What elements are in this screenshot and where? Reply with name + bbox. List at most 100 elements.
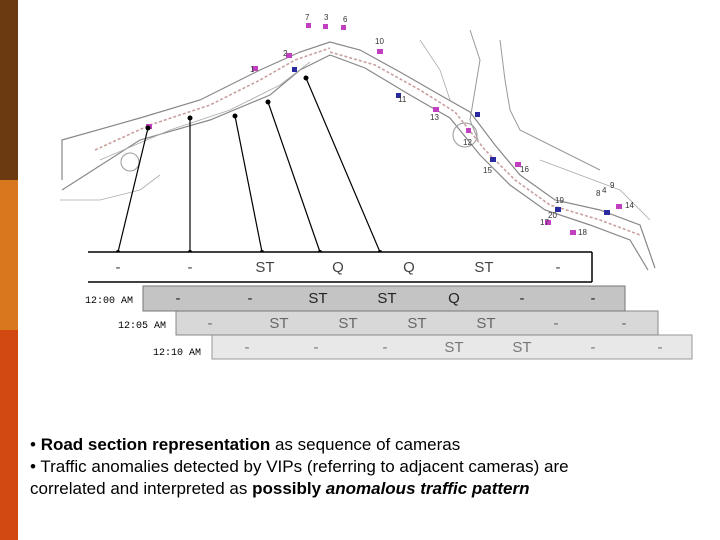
cell-value: ST	[444, 339, 463, 356]
camera-label: 11	[398, 95, 407, 104]
road-branch-3	[419, 39, 451, 101]
camera-label: 19	[555, 196, 564, 205]
cell-value: ST	[407, 315, 426, 332]
cell-value: ST	[308, 290, 327, 307]
camera-label: 12	[463, 138, 472, 147]
bullet-list: • Road section representation as sequenc…	[30, 434, 710, 500]
pointer-line	[305, 77, 381, 253]
cell-value: -	[208, 315, 213, 332]
camera-label: 3	[324, 13, 329, 22]
cell-value: -	[622, 315, 627, 332]
pointer-line	[234, 115, 263, 253]
pointer-dot	[187, 115, 193, 121]
bullet-3-strong: possibly	[252, 479, 326, 498]
cell-value: -	[116, 259, 121, 276]
camera-marker	[286, 53, 292, 58]
pointer-line	[117, 127, 149, 253]
cell-value: Q	[332, 259, 344, 276]
cell-value: ST	[476, 315, 495, 332]
camera-marker	[555, 207, 561, 212]
camera-label: 17	[540, 218, 549, 227]
timeline-row-4: - - - ST ST - -	[245, 339, 663, 356]
camera-marker	[545, 220, 551, 225]
timestamp-label: 12:10 AM	[153, 348, 201, 359]
cell-value: -	[314, 339, 319, 356]
accent-bar-bottom	[0, 330, 18, 540]
cell-value: Q	[403, 259, 415, 276]
camera-markers	[146, 23, 622, 235]
cell-value: -	[658, 339, 663, 356]
camera-label: 6	[343, 15, 348, 24]
accent-bar-middle	[0, 180, 18, 330]
cell-value: ST	[512, 339, 531, 356]
cell-value: ST	[377, 290, 396, 307]
camera-pointer-lines	[117, 77, 381, 253]
camera-label: 9	[610, 181, 615, 190]
camera-label: 16	[520, 165, 529, 174]
camera-marker	[341, 25, 346, 30]
timeline-row-2: - - ST ST Q - -	[176, 290, 596, 307]
camera-marker	[604, 210, 610, 215]
timeline-row-3: - ST ST ST ST - -	[208, 315, 627, 332]
cell-value: -	[520, 290, 525, 307]
camera-label: 18	[578, 228, 587, 237]
camera-marker	[377, 49, 383, 54]
cell-value: ST	[269, 315, 288, 332]
cell-value: ST	[255, 259, 274, 276]
bullet-2: • Traffic anomalies detected by VIPs (re…	[30, 456, 710, 478]
timestamp-labels: 12:00 AM 12:05 AM 12:10 AM	[85, 296, 201, 359]
camera-label: 8	[596, 189, 601, 198]
camera-marker	[515, 162, 521, 167]
road-branch	[469, 29, 481, 141]
pointer-dot	[232, 113, 238, 119]
road-lane-2	[99, 61, 311, 161]
bullet-1: • Road section representation as sequenc…	[30, 434, 710, 456]
bullet-1-strong: Road section representation	[40, 435, 271, 454]
bullet-mark: •	[30, 457, 36, 476]
camera-marker	[306, 23, 311, 28]
cell-value: -	[245, 339, 250, 356]
road-branch-2	[499, 39, 601, 171]
road-map	[60, 29, 656, 271]
camera-label: 20	[548, 211, 557, 220]
camera-marker	[490, 157, 496, 162]
camera-label: 15	[483, 166, 492, 175]
bullet-3-pre: correlated and interpreted as	[30, 479, 253, 498]
accent-bar-top	[0, 0, 18, 180]
roundabout	[452, 122, 478, 148]
camera-label: 1	[250, 65, 255, 74]
road-lane-left	[94, 47, 331, 151]
timestamp-label: 12:05 AM	[118, 321, 166, 332]
camera-label: 13	[430, 113, 439, 122]
road-branch-5	[539, 159, 651, 221]
camera-label: 7	[305, 13, 310, 22]
timestamp-label: 12:00 AM	[85, 296, 133, 307]
cell-value: -	[176, 290, 181, 307]
timeline-panel-2	[142, 285, 626, 312]
camera-marker	[616, 204, 622, 209]
cell-value: -	[554, 315, 559, 332]
cell-value: -	[248, 290, 253, 307]
cell-value: -	[556, 259, 561, 276]
cell-value: Q	[448, 290, 460, 307]
bullet-mark: •	[30, 435, 36, 454]
camera-label: 2	[283, 49, 288, 58]
timeline-panels	[88, 251, 693, 360]
pointer-dot	[303, 75, 309, 81]
cell-value: -	[591, 290, 596, 307]
cell-value: -	[591, 339, 596, 356]
camera-marker	[396, 93, 401, 98]
bullet-3-em: anomalous traffic pattern	[325, 479, 530, 498]
bullet-1-rest: as sequence of cameras	[270, 435, 461, 454]
cell-value: ST	[338, 315, 357, 332]
pointer-line	[267, 101, 321, 253]
pointer-dot	[145, 125, 151, 131]
camera-pointer-dots	[116, 75, 382, 254]
road-outer-edge	[61, 41, 656, 269]
cell-value: ST	[474, 259, 493, 276]
cell-value: -	[383, 339, 388, 356]
timeline-row-1: - - ST Q Q ST -	[116, 259, 561, 276]
timeline-panel-4	[211, 334, 693, 360]
timeline-panel-1	[88, 252, 592, 282]
road-camera-diagram: 1 2 3 4 6 7 8 9 10 11 12 13 14 15 16 17 …	[60, 13, 693, 360]
